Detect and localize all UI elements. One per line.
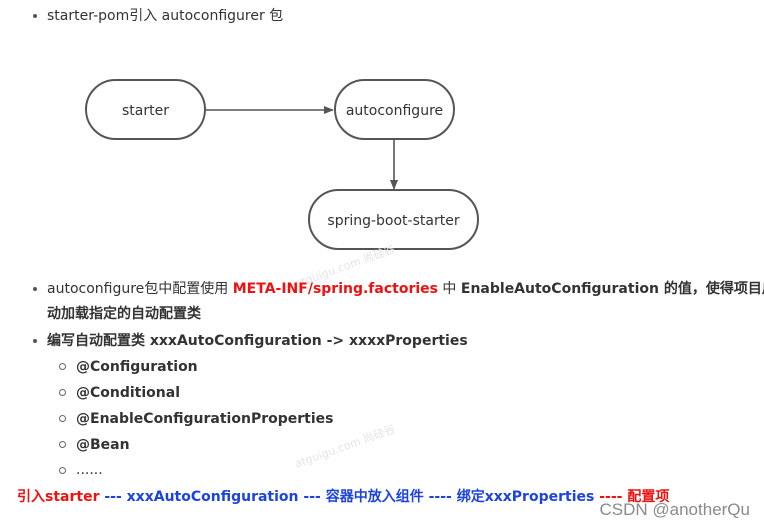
node-spring-boot-starter: spring-boot-starter <box>308 189 479 250</box>
sub-item-2-marker <box>59 389 66 396</box>
summary-sep1: --- <box>99 489 127 505</box>
sub-item-ellipsis: ...... <box>76 462 103 478</box>
point2-bullet <box>33 339 37 343</box>
point1-line1: autoconfigure包中配置使用 META-INF/spring.fact… <box>47 279 764 299</box>
node-starter: starter <box>85 79 206 140</box>
summary-part2: xxxAutoConfiguration <box>126 489 299 505</box>
node-autoconfigure-label: autoconfigure <box>346 103 443 119</box>
node-autoconfigure: autoconfigure <box>334 79 455 140</box>
summary-part5: 配置项 <box>627 489 670 505</box>
summary-part1: 引入starter <box>17 489 100 505</box>
summary-sep2: --- <box>298 489 326 505</box>
summary-sep3: ---- <box>423 489 457 505</box>
sub-item-3-marker <box>59 415 66 422</box>
summary-part3: 容器中放入组件 <box>325 489 424 505</box>
point1-highlight: META-INF/spring.factories <box>232 281 438 297</box>
sub-item-1-marker <box>59 363 66 370</box>
sub-item-enable-configuration-properties: @EnableConfigurationProperties <box>76 411 334 427</box>
intro-bullet <box>33 14 37 18</box>
point1-bullet <box>33 287 37 291</box>
sub-item-5-marker <box>59 467 66 474</box>
node-spring-boot-starter-label: spring-boot-starter <box>327 213 459 229</box>
summary-line: 引入starter --- xxxAutoConfiguration --- 容… <box>17 487 669 507</box>
sub-item-conditional: @Conditional <box>76 385 181 401</box>
point2-text: 编写自动配置类 xxxAutoConfiguration -> xxxxProp… <box>47 333 468 349</box>
node-starter-label: starter <box>122 103 169 119</box>
point1-prefix: autoconfigure包中配置使用 <box>47 281 233 297</box>
csdn-credit: CSDN @anotherQu <box>599 500 751 519</box>
sub-item-configuration: @Configuration <box>76 359 198 375</box>
point1-middle: 中 <box>437 281 461 297</box>
sub-item-bean: @Bean <box>76 437 130 453</box>
point1-line2: 动加载指定的自动配置类 <box>47 306 201 322</box>
intro-text: starter-pom引入 autoconfigurer 包 <box>47 8 284 24</box>
summary-part4: 绑定xxxProperties <box>456 489 595 505</box>
point1-rest: EnableAutoConfiguration 的值，使得项目启 <box>460 281 764 297</box>
summary-sep4: ---- <box>594 489 628 505</box>
sub-item-4-marker <box>59 441 66 448</box>
